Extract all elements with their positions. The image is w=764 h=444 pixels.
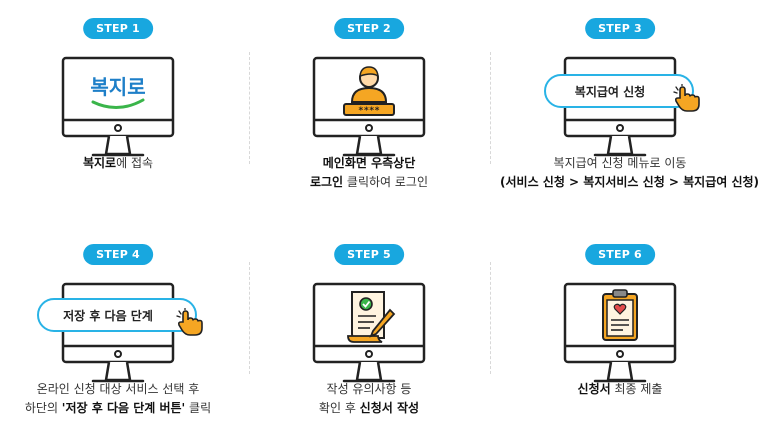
monitor-icon — [312, 282, 426, 383]
step-label: STEP 1 — [83, 18, 153, 39]
step-caption: 신청서 최종 제출 — [577, 382, 663, 396]
step-6: STEP 6 신청서 최종 제출 — [500, 244, 740, 434]
clipboard-icon — [602, 289, 638, 341]
step-label: STEP 2 — [334, 18, 404, 39]
svg-text:****: **** — [358, 106, 380, 116]
step-caption: 메인화면 우측상단 로그인 클릭하여 로그인 — [309, 156, 429, 189]
monitor-icon: **** — [312, 56, 426, 157]
step-caption: 복지로에 접속 — [82, 156, 154, 170]
column-divider — [490, 262, 491, 374]
step-caption: 온라인 신청 대상 서비스 선택 후 하단의 '저장 후 다음 단계 버튼' 클… — [24, 382, 212, 415]
user-icon — [350, 66, 388, 103]
step-label: STEP 3 — [585, 18, 655, 39]
step-label: STEP 4 — [83, 244, 153, 265]
column-divider — [249, 52, 250, 164]
step-label: STEP 5 — [334, 244, 404, 265]
step-5: STEP 5 작성 유의사항 등 확인 후 신청서 작성 — [249, 244, 489, 434]
step-1: STEP 1 복지로 복지로에 접속 — [0, 18, 238, 208]
step-label: STEP 6 — [585, 244, 655, 265]
bokjiro-logo: 복지로 — [90, 75, 145, 99]
step-2: STEP 2 **** 메인화면 우측상단 로그인 클릭하여 로그인 — [249, 18, 489, 208]
pointer-hand-icon — [673, 84, 700, 112]
document-check-icon — [347, 291, 396, 343]
column-divider — [249, 262, 250, 374]
save-next-step-button[interactable]: 저장 후 다음 단계 — [37, 298, 203, 336]
step-3: STEP 3 복지급여 신청 복지급여 신청 메뉴로 이동 (서비스 신청 > … — [500, 18, 760, 208]
welfare-apply-button[interactable]: 복지급여 신청 — [544, 74, 700, 112]
monitor-icon — [563, 282, 677, 383]
monitor-icon — [61, 282, 175, 383]
monitor-icon — [563, 56, 677, 157]
step-4: STEP 4 저장 후 다음 단계 온라인 신청 대상 서비스 선택 후 하단의… — [0, 244, 238, 434]
column-divider — [490, 52, 491, 164]
step-caption: 복지급여 신청 메뉴로 이동 (서비스 신청 > 복지서비스 신청 > 복지급여… — [500, 156, 760, 189]
monitor-icon: 복지로 — [61, 56, 175, 157]
step-caption: 작성 유의사항 등 확인 후 신청서 작성 — [318, 382, 420, 415]
pointer-hand-icon — [176, 308, 203, 336]
